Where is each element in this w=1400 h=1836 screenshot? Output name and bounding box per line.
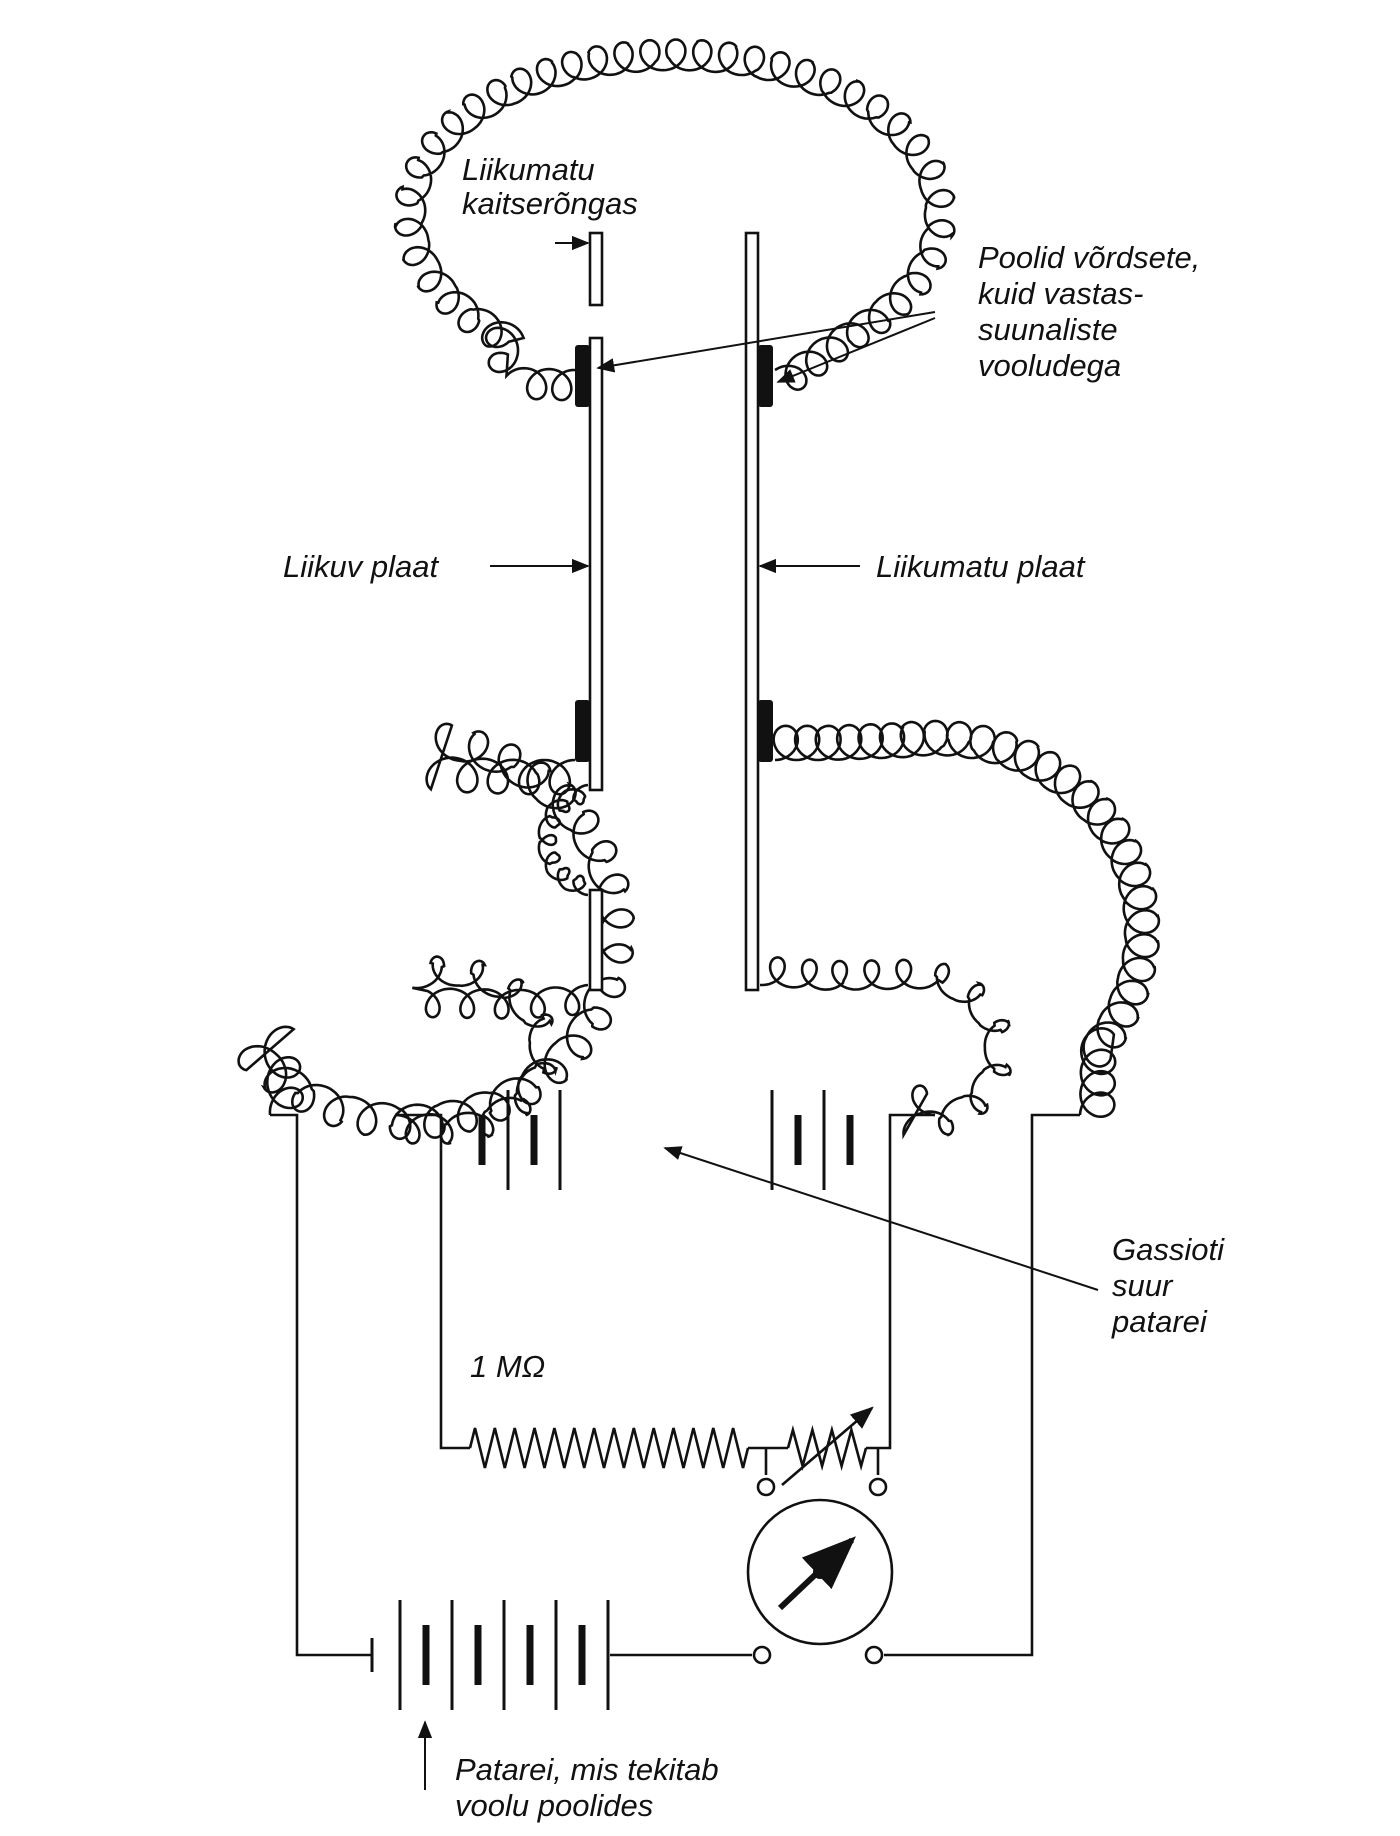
terminal-3 (752, 1645, 772, 1665)
wire-outer-right (884, 1113, 1080, 1657)
guard-ring-label-1: Liikumatu (462, 152, 595, 187)
terminal-1 (756, 1477, 776, 1497)
coils-label-3: suunaliste (978, 312, 1118, 347)
guard-ring-lower (588, 888, 604, 992)
coil-pad-top-right (758, 345, 773, 407)
moving-plate (588, 336, 604, 792)
galvanometer-pivot (813, 1565, 827, 1579)
coil-pad-mid-right (758, 700, 773, 762)
inner-left-coil (394, 955, 589, 1145)
coil-inner-right-winding (760, 956, 1012, 1140)
gassiot-pointer (663, 1146, 1099, 1291)
coil-mid-left-winding (237, 722, 636, 1141)
coils-label-2: kuid vastas- (978, 276, 1143, 311)
coil-small-winding (537, 783, 589, 897)
coil-inner-left-winding (394, 955, 589, 1145)
middle-right-coil (772, 719, 1161, 1118)
guard-ring-label-2: kaitserõngas (462, 186, 638, 221)
gassiot-label-1: Gassioti (1112, 1232, 1225, 1267)
wire-inner-left (395, 1113, 470, 1450)
fixed-plate (744, 231, 760, 992)
resistor-label: 1 MΩ (470, 1349, 545, 1384)
guard-ring-upper (588, 231, 604, 307)
fixed-plate-label: Liikumatu plaat (876, 549, 1086, 584)
battery-label-2: voolu poolides (455, 1788, 653, 1823)
coils-label-1: Poolid võrdsete, (978, 240, 1200, 275)
gassiot-label-2: suur (1112, 1268, 1174, 1303)
coils-pointer-left (596, 311, 936, 373)
middle-left-coil (237, 722, 636, 1141)
wire-outer-left (270, 1113, 372, 1657)
variable-resistor-arrow (781, 1406, 874, 1486)
resistor-1-megaohm (468, 1427, 750, 1469)
wire-inner-right (866, 1113, 935, 1450)
coil-pad-top-left (575, 345, 590, 407)
coil-top-winding (393, 38, 956, 402)
coil-pad-mid-left (575, 700, 590, 762)
moving-plate-label: Liikuv plaat (283, 549, 439, 584)
coils-label-4: vooludega (978, 348, 1121, 383)
terminal-2 (868, 1477, 888, 1497)
small-connecting-coil (537, 783, 589, 897)
inner-right-coil (760, 956, 1012, 1140)
battery-label-1: Patarei, mis tekitab (455, 1752, 719, 1787)
coil-mid-right-winding (772, 719, 1161, 1118)
gassiot-label-3: patarei (1111, 1304, 1208, 1339)
gassiot-battery-right (770, 1090, 854, 1190)
top-coil (393, 38, 956, 402)
galvanometer (746, 1498, 894, 1646)
main-battery (370, 1600, 610, 1710)
terminal-4 (864, 1645, 884, 1665)
gassiot-battery-left (478, 1090, 562, 1190)
coils-pointer-right (776, 317, 936, 383)
